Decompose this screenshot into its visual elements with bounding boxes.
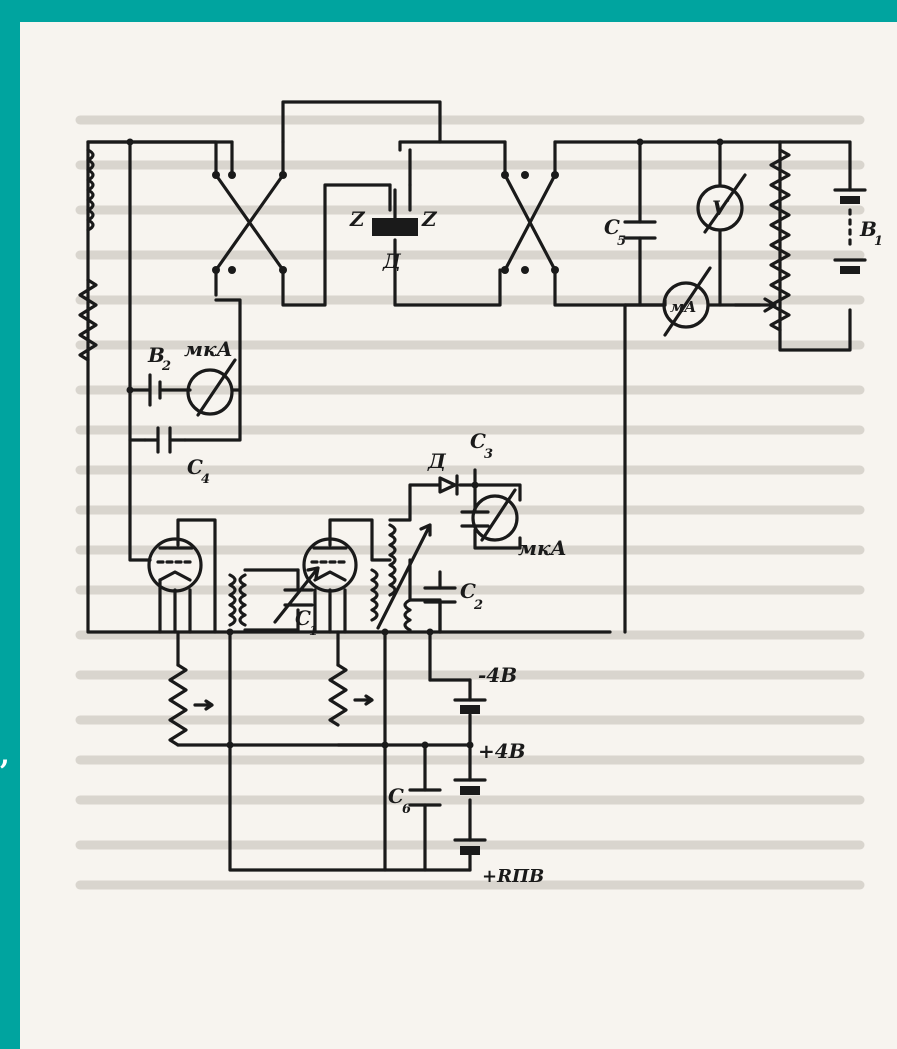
label-b2: B bbox=[147, 343, 165, 367]
label-c3: C bbox=[470, 429, 486, 453]
crystal-diode bbox=[372, 188, 418, 236]
junction-dots bbox=[126, 138, 724, 749]
left-resistor bbox=[78, 278, 98, 362]
label-c5: C bbox=[604, 215, 620, 239]
label-z-left: Z bbox=[349, 207, 366, 231]
component-labels: B 2 мкА C 4 Z Z Д C 5 V мА B 1 Д C 3 мкА… bbox=[147, 196, 883, 887]
label-c1-sub: 1 bbox=[309, 624, 318, 639]
scanned-page bbox=[20, 22, 897, 1049]
label-c3-sub: 3 bbox=[484, 447, 493, 462]
left-frame-border bbox=[0, 0, 20, 1049]
anode-battery bbox=[453, 778, 487, 855]
label-c2: C bbox=[460, 579, 476, 603]
top-frame-border bbox=[0, 0, 897, 22]
circuit-wires bbox=[86, 100, 852, 872]
label-mka-mid: мкА bbox=[518, 536, 567, 560]
milliammeter-icon bbox=[662, 266, 712, 337]
label-plus4: +4B bbox=[478, 739, 526, 763]
label-c6-sub: 6 bbox=[402, 802, 411, 817]
microammeter-mid-icon bbox=[471, 488, 519, 542]
battery-b1 bbox=[833, 188, 867, 274]
right-reversing-switch bbox=[501, 171, 559, 274]
label-rpb: +RПB bbox=[482, 866, 544, 887]
margin-mark: , bbox=[0, 738, 10, 771]
label-d-mid: Д bbox=[427, 449, 447, 473]
label-b1: B bbox=[859, 217, 877, 241]
left-coil bbox=[86, 148, 95, 232]
label-b1-sub: 1 bbox=[874, 234, 883, 249]
label-c1: C bbox=[295, 606, 311, 630]
microammeter-top-icon bbox=[186, 358, 237, 417]
voltmeter-icon bbox=[696, 173, 747, 234]
label-c2-sub: 2 bbox=[473, 598, 483, 613]
label-mka-top: мкА bbox=[184, 337, 233, 361]
capacitor-c6 bbox=[408, 788, 442, 807]
label-d-top: Д bbox=[382, 249, 402, 273]
vacuum-tube-right bbox=[302, 537, 358, 593]
capacitor-c5 bbox=[623, 220, 657, 240]
filament-rheostat-left bbox=[168, 663, 214, 747]
label-v: V bbox=[712, 196, 730, 220]
label-z-right: Z bbox=[421, 207, 438, 231]
filament-rheostat-right bbox=[328, 663, 374, 727]
capacitor-c2 bbox=[423, 570, 457, 634]
label-minus4: -4B bbox=[478, 663, 517, 687]
label-ma: мА bbox=[670, 298, 696, 316]
label-c5-sub: 5 bbox=[617, 234, 626, 249]
coupling-coil-right bbox=[370, 523, 432, 632]
coupling-coil-left bbox=[228, 573, 247, 627]
left-reversing-switch bbox=[212, 171, 287, 274]
label-c4-top-sub: 4 bbox=[201, 472, 210, 487]
label-c4-top: C bbox=[187, 455, 203, 479]
background-text-lines bbox=[75, 115, 865, 890]
potentiometer bbox=[733, 148, 791, 332]
capacitor-c4 bbox=[143, 426, 187, 454]
vacuum-tube-left bbox=[147, 537, 203, 593]
diode-d-mid bbox=[438, 474, 459, 496]
variable-capacitor-c1 bbox=[273, 566, 320, 624]
filament-battery bbox=[453, 698, 487, 714]
label-c6: C bbox=[388, 784, 404, 808]
label-b2-sub: 2 bbox=[161, 359, 171, 374]
battery-b2 bbox=[148, 373, 162, 407]
